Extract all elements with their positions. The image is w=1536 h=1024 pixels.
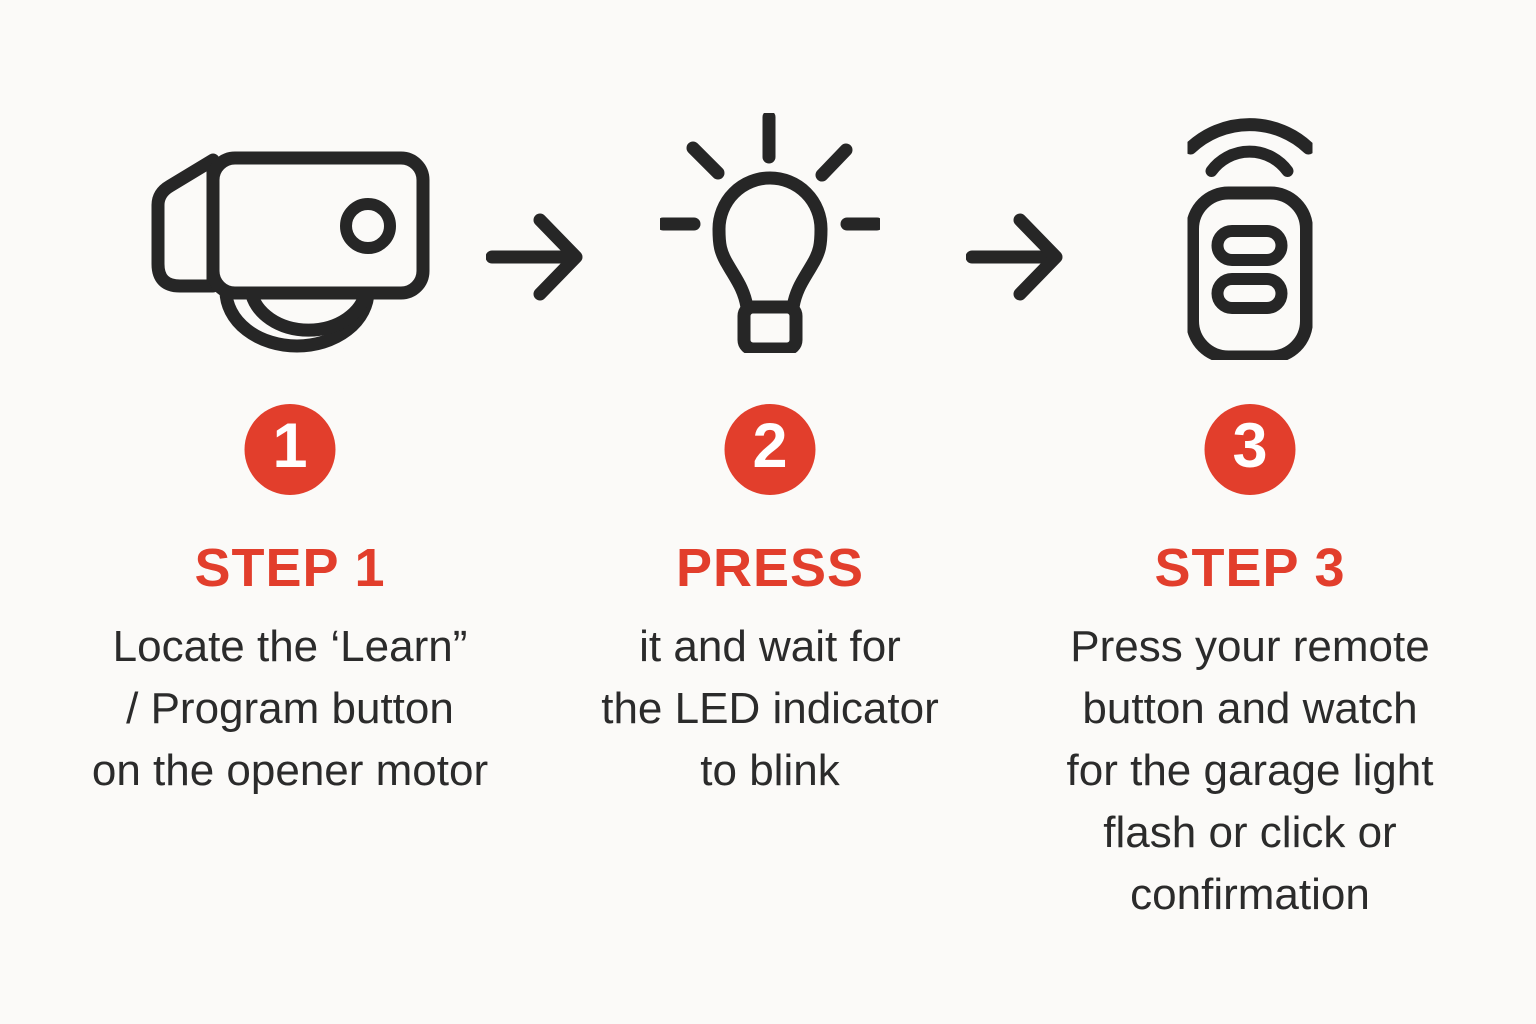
step-description: Locate the ‘Learn” / Program button on t…	[91, 622, 489, 795]
step-column-2: 2 PRESS it and wait for the LED indicato…	[490, 0, 1050, 1024]
garage-opener-icon	[150, 148, 430, 358]
step-number: 3	[1232, 411, 1268, 481]
step-number-badge: 1	[244, 404, 336, 495]
step-heading: PRESS	[675, 538, 865, 598]
arrow-right-icon	[966, 212, 1066, 302]
remote-control-icon	[1187, 115, 1313, 360]
step-number: 1	[272, 411, 308, 481]
arrow-right-icon	[486, 212, 586, 302]
step-column-1: 1 STEP 1 Locate the ‘Learn” / Program bu…	[10, 0, 570, 1024]
step-description: it and wait for the LED indicator to bli…	[601, 622, 939, 795]
step-number-badge: 2	[724, 404, 816, 495]
step-number-badge: 3	[1204, 404, 1296, 495]
step-column-3: 3 STEP 3 Press your remote button and wa…	[970, 0, 1530, 1024]
light-bulb-icon	[660, 113, 880, 353]
step-heading: STEP 3	[1154, 538, 1346, 598]
step-heading: STEP 1	[194, 538, 386, 598]
step-description: Press your remote button and watch for t…	[1066, 622, 1434, 919]
step-number: 2	[752, 411, 788, 481]
